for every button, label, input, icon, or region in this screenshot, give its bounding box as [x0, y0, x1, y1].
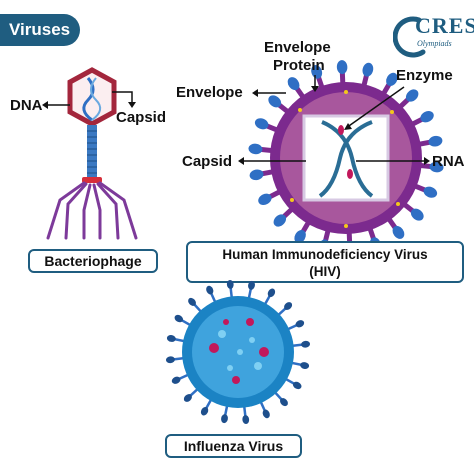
spike-head — [336, 60, 348, 75]
spike-head — [248, 280, 255, 290]
bacteriophage-label-box: Bacteriophage — [28, 249, 158, 273]
spike-head — [268, 95, 282, 108]
flu-surface-proteins — [209, 318, 269, 384]
spike-head — [386, 72, 398, 87]
spike-head — [171, 376, 181, 384]
label-hiv-capsid: Capsid — [182, 153, 233, 170]
spike-head — [166, 335, 176, 342]
spike-head — [429, 161, 444, 173]
crest-logo: CREST Olympiads — [393, 12, 474, 58]
label-enzyme: Enzyme — [396, 67, 453, 84]
spike-head — [292, 381, 302, 390]
spike-head — [410, 208, 424, 221]
label-envelope: Envelope — [176, 84, 243, 101]
hiv-rna — [321, 120, 374, 198]
spike-head — [420, 111, 434, 123]
hiv-name-line1: Human Immunodeficiency Virus — [222, 247, 428, 262]
hiv-capsid — [302, 114, 390, 202]
spike-head — [248, 143, 263, 155]
spike-head — [188, 297, 196, 306]
logo-wordmark: CREST — [415, 13, 474, 38]
label-phage-capsid: Capsid — [116, 109, 167, 126]
label-rna: RNA — [432, 153, 465, 170]
hiv-enzyme — [338, 125, 344, 135]
spike-head — [221, 414, 228, 424]
spike-head — [362, 62, 374, 77]
spike-head — [174, 314, 184, 323]
spike-head — [267, 288, 276, 298]
spike-head — [287, 77, 300, 91]
logo-subtitle: Olympiads — [417, 39, 452, 48]
spike-head — [295, 320, 305, 328]
spike-head — [284, 302, 293, 310]
spike-head — [273, 214, 287, 227]
hiv-name-line2: (HIV) — [309, 264, 341, 279]
spike-head — [200, 406, 209, 416]
phage-collar — [82, 177, 102, 183]
spike-head — [249, 169, 264, 181]
spike-head — [301, 340, 311, 348]
spike-head — [280, 398, 288, 407]
spike-head — [183, 394, 192, 402]
influenza-label-box: Influenza Virus — [165, 434, 302, 458]
spike-head — [242, 415, 250, 425]
spike-head — [294, 229, 306, 244]
spike-head — [311, 65, 323, 79]
spike-head — [428, 135, 443, 147]
spike-head — [262, 409, 270, 419]
hiv-label-box: Human Immunodeficiency Virus (HIV) — [186, 241, 464, 283]
spike-head — [405, 89, 419, 102]
spike-head — [392, 225, 405, 239]
label-dna: DNA — [10, 97, 43, 114]
spike-head — [165, 356, 175, 364]
spike-head — [206, 285, 214, 295]
label-envelope-protein-1: Envelope — [264, 39, 331, 56]
spike-head — [258, 193, 272, 205]
spike-head — [254, 118, 269, 130]
phage-tail-fibers — [46, 181, 138, 240]
section-tag: Viruses — [0, 14, 80, 46]
crest-logo-icon — [393, 16, 426, 58]
spike-head — [226, 279, 234, 289]
phage-tail — [87, 125, 97, 177]
spike-head — [300, 362, 310, 369]
label-envelope-protein-2: Protein — [273, 57, 325, 74]
spike-head — [423, 186, 438, 198]
